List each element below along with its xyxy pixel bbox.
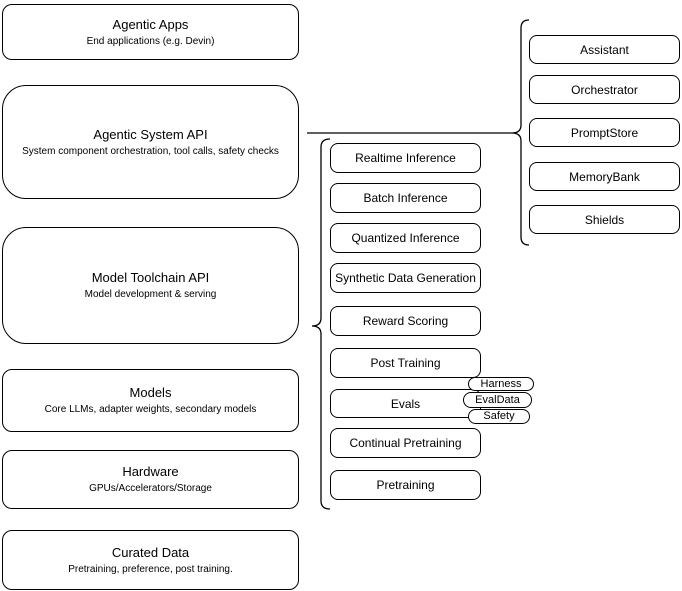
- box-realtime-inference: Realtime Inference: [330, 143, 481, 173]
- box-subtitle: System component orchestration, tool cal…: [22, 145, 279, 157]
- box-synthetic-data-generation: Synthetic Data Generation: [330, 263, 481, 293]
- box-quantized-inference: Quantized Inference: [330, 223, 481, 253]
- box-label: Shields: [584, 212, 625, 227]
- pill-harness: Harness: [468, 377, 534, 391]
- right-column-brace: [511, 19, 530, 246]
- box-title: Model Toolchain API: [91, 270, 210, 285]
- box-memorybank: MemoryBank: [529, 162, 680, 191]
- box-hardware: Hardware GPUs/Accelerators/Storage: [2, 450, 299, 509]
- box-reward-scoring: Reward Scoring: [330, 306, 481, 336]
- box-label: Quantized Inference: [351, 231, 460, 245]
- box-post-training: Post Training: [330, 348, 481, 378]
- pill-label: EvalData: [475, 393, 520, 406]
- box-title: Curated Data: [111, 544, 190, 560]
- box-title: Agentic Apps: [112, 16, 189, 32]
- box-label: MemoryBank: [569, 169, 640, 184]
- box-orchestrator: Orchestrator: [529, 75, 680, 104]
- pill-evaldata: EvalData: [463, 392, 532, 408]
- box-subtitle: GPUs/Accelerators/Storage: [89, 483, 212, 494]
- box-assistant: Assistant: [529, 35, 680, 64]
- box-shields: Shields: [529, 205, 680, 234]
- box-model-toolchain-api: Model Toolchain API Model development & …: [2, 227, 299, 344]
- box-label: Evals: [390, 396, 421, 411]
- box-subtitle: Model development & serving: [84, 289, 217, 300]
- box-label: Reward Scoring: [362, 314, 449, 328]
- box-agentic-system-api: Agentic System API System component orch…: [2, 85, 299, 199]
- box-label: Continual Pretraining: [349, 436, 462, 450]
- box-subtitle: End applications (e.g. Devin): [86, 35, 215, 47]
- box-title: Agentic System API: [93, 126, 208, 142]
- box-label: PromptStore: [570, 125, 639, 140]
- box-subtitle: Core LLMs, adapter weights, secondary mo…: [44, 404, 257, 415]
- box-agentic-apps: Agentic Apps End applications (e.g. Devi…: [2, 4, 299, 60]
- box-label: Pretraining: [376, 478, 435, 492]
- box-label: Realtime Inference: [355, 151, 456, 165]
- box-models: Models Core LLMs, adapter weights, secon…: [2, 369, 299, 432]
- box-continual-pretraining: Continual Pretraining: [330, 428, 481, 458]
- pill-label: Safety: [483, 410, 515, 422]
- box-label: Orchestrator: [571, 82, 638, 97]
- box-subtitle: Pretraining, preference, post training.: [68, 563, 233, 575]
- box-curated-data: Curated Data Pretraining, preference, po…: [2, 530, 299, 590]
- pill-safety: Safety: [468, 409, 530, 424]
- box-batch-inference: Batch Inference: [330, 183, 481, 213]
- box-label: Assistant: [580, 42, 629, 57]
- box-label: Synthetic Data Generation: [335, 271, 476, 285]
- box-pretraining: Pretraining: [330, 470, 481, 500]
- box-promptstore: PromptStore: [529, 118, 680, 147]
- middle-column-brace: [311, 138, 331, 510]
- box-evals: Evals: [330, 389, 481, 418]
- box-title: Hardware: [122, 464, 179, 479]
- box-label: Post Training: [370, 356, 441, 370]
- box-label: Batch Inference: [363, 191, 448, 205]
- pill-label: Harness: [480, 377, 522, 390]
- box-title: Models: [129, 385, 172, 400]
